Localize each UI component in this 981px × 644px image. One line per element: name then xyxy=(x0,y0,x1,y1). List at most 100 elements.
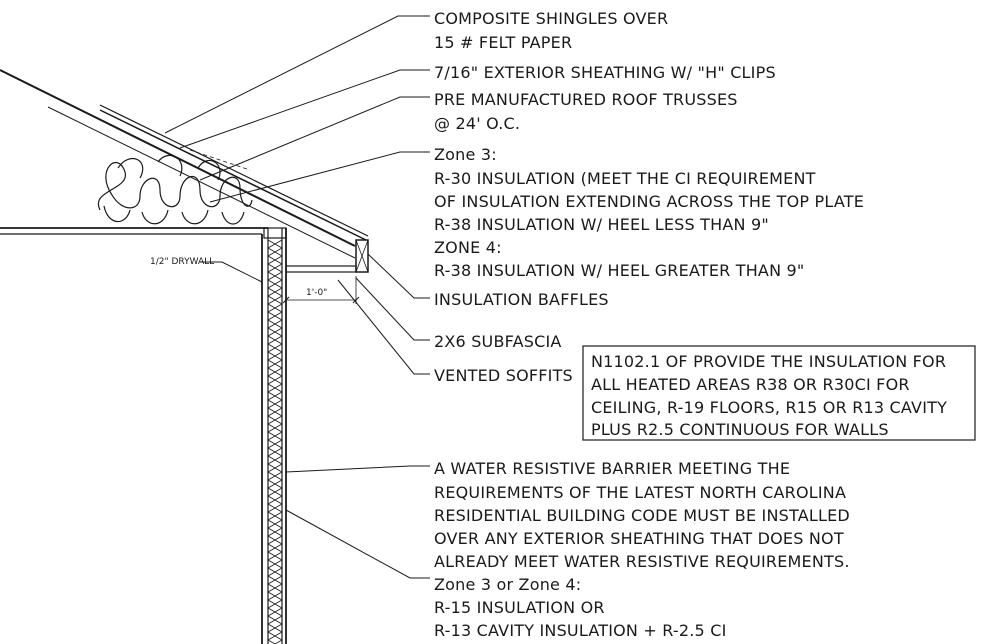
leader-sheathing xyxy=(179,69,430,149)
svg-text:R-15 INSULATION OR: R-15 INSULATION OR xyxy=(434,598,605,617)
hatch-stroke xyxy=(267,591,283,601)
hatch-stroke xyxy=(267,631,283,641)
hatch-stroke xyxy=(267,431,283,441)
svg-text:Zone 3 or Zone 4:: Zone 3 or Zone 4: xyxy=(434,575,581,594)
leader-drywall xyxy=(200,261,263,283)
hatch-stroke xyxy=(267,471,283,481)
ceiling xyxy=(0,227,268,235)
note-water-resistive-barrier: A WATER RESISTIVE BARRIER MEETING THE RE… xyxy=(434,459,850,571)
svg-text:R-13 CAVITY INSULATION + R-2.5: R-13 CAVITY INSULATION + R-2.5 CI xyxy=(434,621,727,640)
note-trusses: PRE MANUFACTURED ROOF TRUSSES @ 24' O.C. xyxy=(434,90,738,133)
code-requirement-box: N1102.1 OF PROVIDE THE INSULATION FOR AL… xyxy=(582,345,976,441)
note-drywall: 1/2" DRYWALL xyxy=(150,257,214,267)
hatch-stroke xyxy=(267,375,283,385)
hatch-stroke xyxy=(267,311,283,321)
hatch-stroke xyxy=(267,327,283,337)
hatch-stroke xyxy=(267,559,283,569)
hatch-stroke xyxy=(267,551,283,561)
hatch-stroke xyxy=(267,319,283,329)
hatch-stroke xyxy=(267,351,283,361)
hatch-stroke xyxy=(267,343,283,353)
hatch-stroke xyxy=(267,519,283,529)
fascia-block xyxy=(355,239,369,273)
svg-text:PRE MANUFACTURED ROOF TRUSSES: PRE MANUFACTURED ROOF TRUSSES xyxy=(434,90,738,109)
vented-soffit xyxy=(285,265,357,273)
roof-assembly xyxy=(0,69,369,273)
hatch-stroke xyxy=(267,247,283,257)
svg-text:COMPOSITE SHINGLES OVER: COMPOSITE SHINGLES OVER xyxy=(434,9,668,28)
hatch-stroke xyxy=(267,303,283,313)
hatch-stroke xyxy=(267,239,283,249)
hatch-stroke xyxy=(267,263,283,273)
leader-subfascia xyxy=(355,277,430,341)
hatch-stroke xyxy=(267,447,283,457)
svg-text:15 # FELT PAPER: 15 # FELT PAPER xyxy=(434,33,572,52)
hatch-stroke xyxy=(267,367,283,377)
hatch-stroke xyxy=(267,495,283,505)
hatch-stroke xyxy=(267,439,283,449)
hatch-stroke xyxy=(267,639,276,644)
wall-assembly xyxy=(261,227,357,644)
svg-text:CEILING, R-19 FLOORS, R15 OR R: CEILING, R-19 FLOORS, R15 OR R13 CAVITY xyxy=(591,398,947,417)
svg-text:R-38 INSULATION W/ HEEL GREATE: R-38 INSULATION W/ HEEL GREATER THAN 9" xyxy=(434,261,804,280)
hatch-stroke xyxy=(267,511,283,521)
hatch-stroke xyxy=(267,567,283,577)
svg-text:Zone 3:: Zone 3: xyxy=(434,145,497,164)
hatch-stroke xyxy=(267,415,283,425)
batt-insulation xyxy=(97,154,253,225)
insulation-loop-row-1 xyxy=(97,161,253,211)
hatch-stroke xyxy=(267,607,283,617)
hatch-stroke xyxy=(267,255,283,265)
roof-sheathing-line xyxy=(99,109,367,241)
hatch-stroke xyxy=(267,535,283,545)
note-shingles: COMPOSITE SHINGLES OVER 15 # FELT PAPER xyxy=(434,9,668,52)
leader-soffits xyxy=(337,279,430,375)
leader-wall-insulation xyxy=(285,509,430,579)
top-plate xyxy=(263,227,287,239)
leader-trusses xyxy=(199,96,430,181)
overhang-dimension: 1'-0" xyxy=(282,276,360,304)
hatch-stroke xyxy=(267,487,283,497)
leader-baffles xyxy=(367,253,430,299)
svg-text:RESIDENTIAL BUILDING CODE MUST: RESIDENTIAL BUILDING CODE MUST BE INSTAL… xyxy=(434,506,850,525)
hatch-stroke xyxy=(267,503,283,513)
hatch-stroke xyxy=(267,455,283,465)
leader-lines xyxy=(164,15,430,579)
hatch-stroke xyxy=(267,287,283,297)
leader-wrb xyxy=(285,465,430,473)
svg-text:ALREADY MEET WATER RESISTIVE R: ALREADY MEET WATER RESISTIVE REQUIREMENT… xyxy=(434,552,850,571)
hatch-stroke xyxy=(274,639,283,644)
hatch-stroke xyxy=(267,527,283,537)
bottom-sheathing-line xyxy=(47,106,356,259)
hatch-stroke xyxy=(267,583,283,593)
hatch-stroke xyxy=(267,599,283,609)
note-baffles: INSULATION BAFFLES xyxy=(434,290,609,309)
wall-insulation-hatch xyxy=(267,239,283,644)
note-sheathing: 7/16" EXTERIOR SHEATHING W/ "H" CLIPS xyxy=(434,63,776,82)
hatch-stroke xyxy=(267,423,283,433)
note-wall-insulation: Zone 3 or Zone 4: R-15 INSULATION OR R-1… xyxy=(434,575,727,640)
svg-text:ZONE 4:: ZONE 4: xyxy=(434,238,502,257)
svg-text:@ 24' O.C.: @ 24' O.C. xyxy=(434,114,520,133)
svg-text:N1102.1 OF PROVIDE THE INSULAT: N1102.1 OF PROVIDE THE INSULATION FOR xyxy=(591,352,946,371)
note-subfascia: 2X6 SUBFASCIA xyxy=(434,332,562,351)
hatch-stroke xyxy=(267,399,283,409)
hatch-stroke xyxy=(267,359,283,369)
hatch-stroke xyxy=(267,575,283,585)
svg-text:OF INSULATION EXTENDING ACROSS: OF INSULATION EXTENDING ACROSS THE TOP P… xyxy=(434,192,864,211)
leader-shingles xyxy=(164,15,430,134)
svg-text:A WATER RESISTIVE BARRIER MEET: A WATER RESISTIVE BARRIER MEETING THE xyxy=(434,459,790,478)
hatch-stroke xyxy=(267,271,283,281)
svg-text:ALL HEATED AREAS R38 OR R30CI: ALL HEATED AREAS R38 OR R30CI FOR xyxy=(591,375,910,394)
hatch-stroke xyxy=(267,407,283,417)
hatch-stroke xyxy=(267,543,283,553)
hatch-stroke xyxy=(267,615,283,625)
hatch-stroke xyxy=(267,463,283,473)
hatch-stroke xyxy=(267,295,283,305)
shingle-line xyxy=(99,104,369,237)
svg-text:PLUS R2.5 CONTINUOUS FOR WALLS: PLUS R2.5 CONTINUOUS FOR WALLS xyxy=(591,420,889,439)
insulation-loop-row-2 xyxy=(103,205,245,225)
baffle-line xyxy=(189,149,251,171)
note-ceiling-insulation: Zone 3: R-30 INSULATION (MEET THE CI REQ… xyxy=(434,145,864,280)
